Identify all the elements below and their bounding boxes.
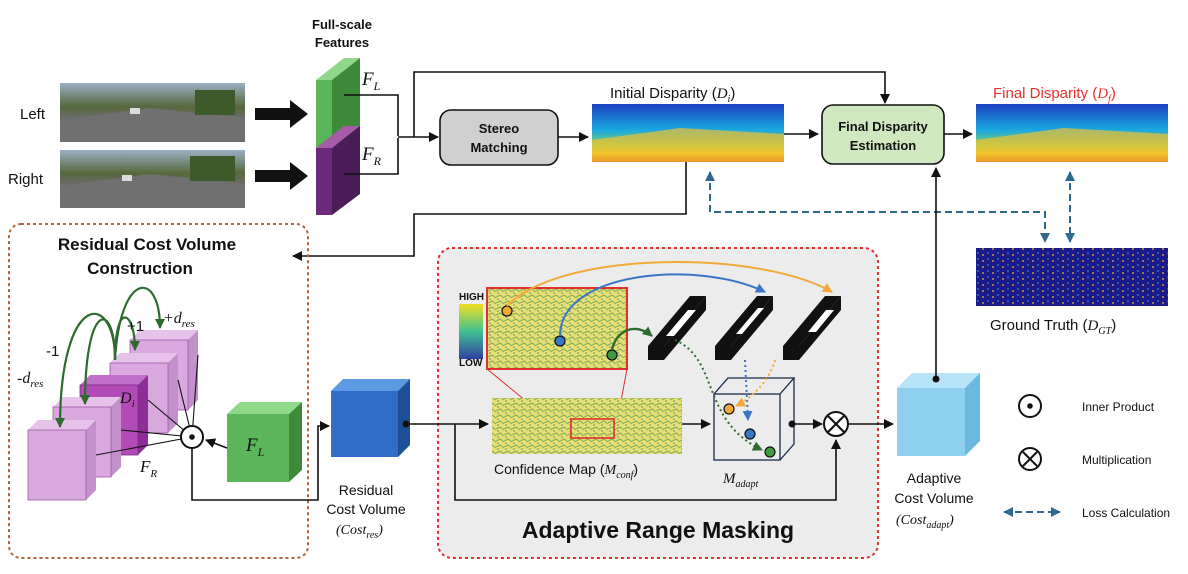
range-bar-2	[715, 296, 773, 360]
multiplication-operator	[823, 411, 849, 437]
residual-bypass-line	[454, 424, 841, 501]
residual-construction-title-1: Residual Cost Volume	[58, 235, 236, 254]
confidence-colorbar	[459, 304, 483, 359]
confidence-highlight	[570, 418, 615, 439]
minus-dres-label: -dres	[17, 370, 43, 390]
left-label: Left	[20, 106, 46, 123]
blue-point	[554, 335, 566, 347]
plus-one-label: +1	[127, 318, 144, 335]
minus-one-label: -1	[46, 343, 59, 360]
orange-point	[501, 305, 513, 317]
residual-construction-title-2: Construction	[87, 259, 193, 278]
fl-feature-block	[316, 58, 360, 148]
legend-loss: Loss Calculation	[1082, 506, 1170, 520]
right-image	[60, 150, 245, 208]
fr-connector	[344, 138, 399, 175]
confidence-map	[492, 398, 682, 454]
fl-connector	[344, 94, 399, 136]
legend-multiplication-icon	[1018, 447, 1042, 471]
fr-feature-block	[316, 126, 360, 215]
adaptive-volume-label-2: Cost Volume	[894, 490, 974, 506]
colorbar-high: HIGH	[459, 292, 484, 303]
green-dotted-arrow	[674, 339, 763, 451]
right-label: Right	[8, 171, 44, 188]
orange-dotted-arrow	[735, 359, 776, 407]
blue-dotted-arrow	[742, 359, 753, 421]
ground-truth-label: Ground Truth (DGT)	[990, 317, 1116, 337]
fl-residual-label: FL	[245, 435, 265, 459]
svg-text:Final Disparity: Final Disparity	[838, 119, 928, 134]
ground-truth-map	[976, 248, 1168, 306]
colorbar-low: LOW	[459, 358, 483, 369]
right-feature-arrow	[255, 162, 308, 190]
legend-inner-product-icon	[1018, 394, 1042, 418]
green-arc	[610, 326, 653, 351]
confidence-map-label: Confidence Map (Mconf)	[494, 461, 638, 481]
inner-product-operator	[180, 425, 204, 449]
m-adapt-label: Madapt	[722, 471, 759, 490]
inner-to-residual-arrow	[191, 421, 330, 501]
cube-blue-point	[744, 428, 756, 440]
left-feature-arrow	[255, 100, 308, 128]
range-bar-3	[783, 296, 841, 360]
features-title-1: Full-scale	[312, 17, 372, 32]
fl-label: FL	[361, 69, 381, 93]
adaptive-cost-volume	[897, 373, 980, 456]
initial-to-residual-line	[292, 162, 687, 261]
fl-residual-block	[227, 402, 302, 482]
blue-arc	[559, 273, 766, 337]
final-disparity-map	[976, 104, 1168, 162]
svg-text:Matching: Matching	[470, 140, 527, 155]
legend-inner-product: Inner Product	[1082, 400, 1155, 414]
di-label: Di	[119, 390, 135, 410]
svg-text:Estimation: Estimation	[850, 138, 917, 153]
arc-minus-one	[80, 318, 117, 405]
svg-text:Stereo: Stereo	[479, 121, 520, 136]
final-disparity-label: Final Disparity (Df)	[993, 85, 1116, 105]
arc-plus-dres	[113, 286, 165, 361]
cube-orange-point	[723, 403, 735, 415]
initial-disparity-label: Initial Disparity (Di)	[610, 85, 735, 105]
residual-volume-label-1: Residual	[339, 482, 393, 498]
residual-volume-label-2: Cost Volume	[326, 501, 406, 517]
loss-initial-gt	[705, 171, 1050, 243]
initial-disparity-map	[592, 104, 784, 162]
residual-volume-symbol: (Costres)	[336, 523, 383, 541]
adaptive-volume-symbol: (Costadapt)	[896, 513, 954, 531]
green-point	[606, 349, 618, 361]
orange-arc	[506, 261, 833, 307]
m-adapt-cube	[713, 377, 796, 461]
cube-green-point	[764, 446, 776, 458]
residual-cost-volume	[331, 379, 410, 457]
features-title-2: Features	[315, 35, 369, 50]
left-image	[60, 83, 245, 142]
fr-label: FR	[361, 144, 382, 168]
fl-to-inner-arrow	[205, 438, 228, 449]
confidence-zoom	[486, 287, 628, 370]
stereo-matching-box: Stereo Matching	[439, 109, 559, 166]
plus-dres-label: +dres	[163, 310, 195, 330]
legend-multiplication: Multiplication	[1082, 453, 1151, 467]
adaptive-volume-label-1: Adaptive	[907, 470, 962, 486]
final-estimation-box: Final Disparity Estimation	[821, 104, 945, 165]
range-bar-1	[648, 296, 706, 360]
fr-residual-label: FR	[139, 457, 157, 480]
adaptive-masking-title: Adaptive Range Masking	[522, 517, 794, 543]
fl-to-final-line	[413, 71, 890, 137]
